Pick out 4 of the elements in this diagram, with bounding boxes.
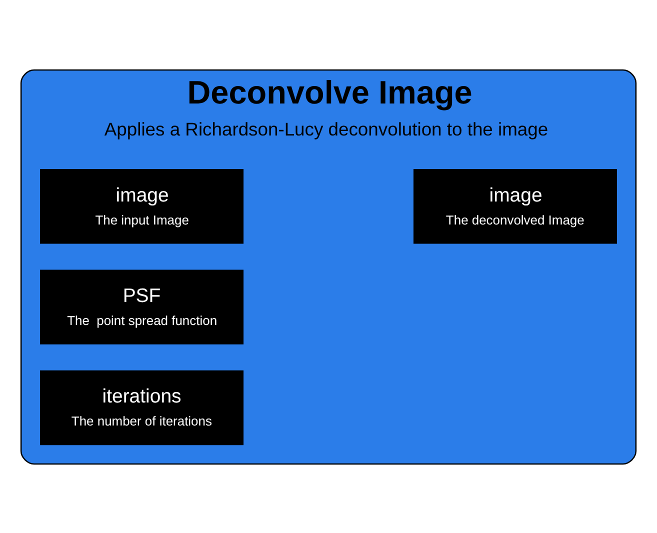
- node-box: PSF The point spread function: [40, 269, 244, 344]
- node-box: image The input Image: [40, 168, 244, 244]
- node-box: image The deconvolved Image: [413, 168, 617, 244]
- node-box: iterations The number of iterations: [40, 370, 244, 445]
